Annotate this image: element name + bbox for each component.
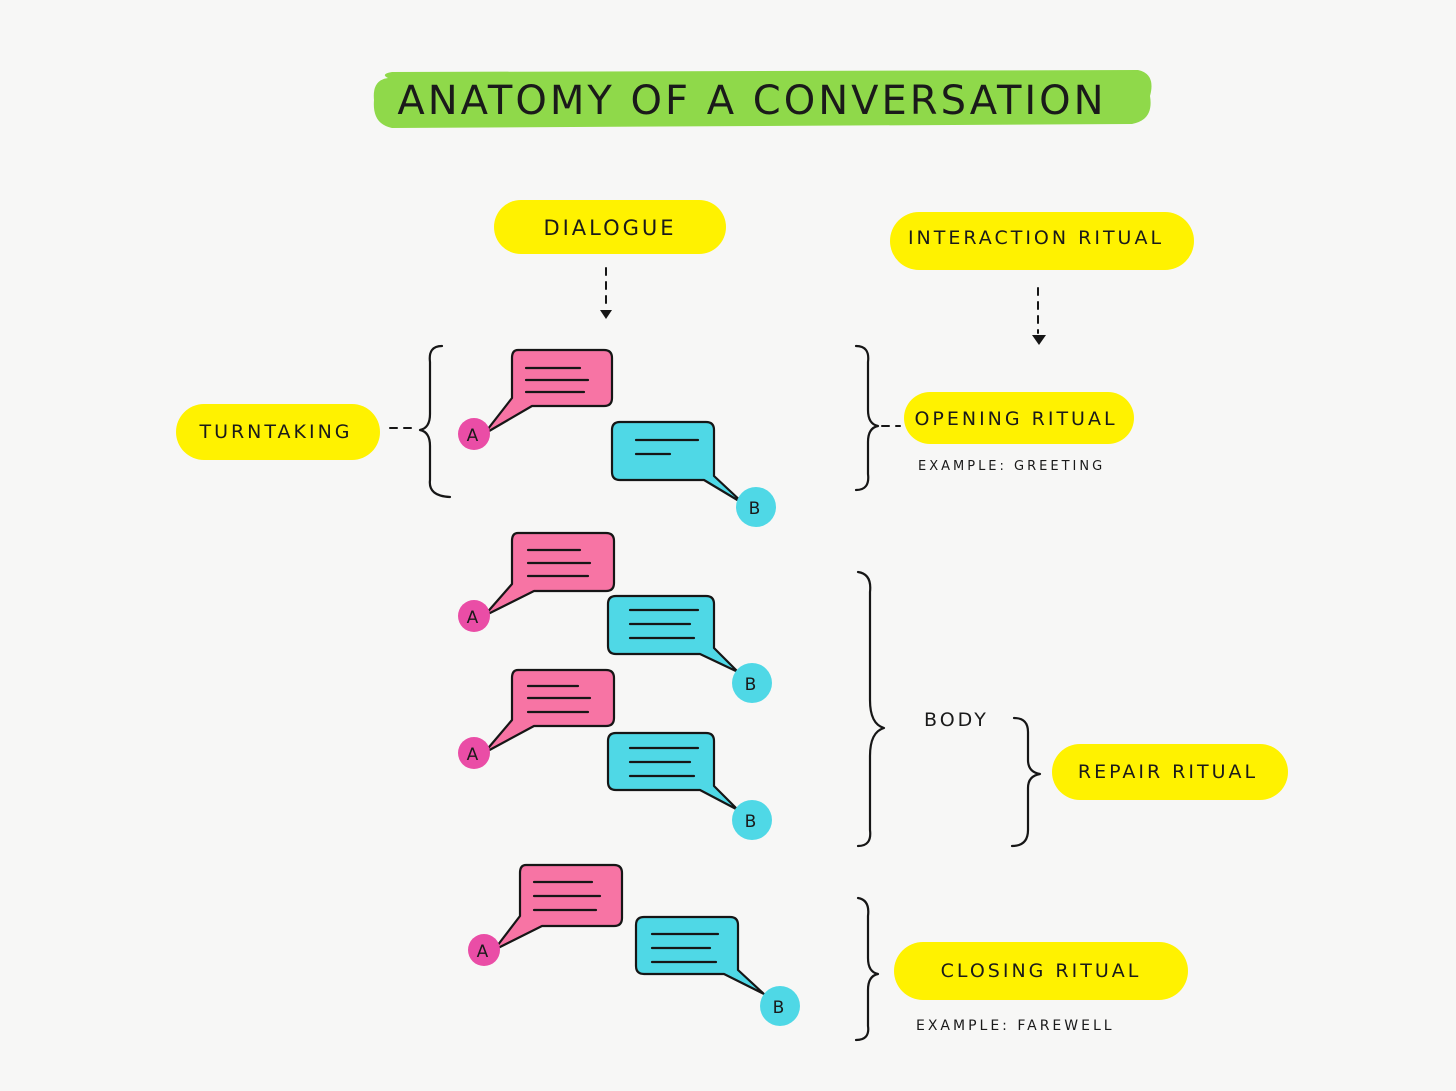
speaker-b-dot bbox=[736, 487, 776, 527]
speech-bubble-a bbox=[492, 863, 624, 952]
body-brace bbox=[856, 570, 886, 848]
repair-brace bbox=[1010, 716, 1042, 848]
body-exchange-1: A B bbox=[458, 531, 772, 703]
speaker-b-dot bbox=[732, 800, 772, 840]
turntaking-highlight bbox=[176, 404, 380, 460]
repair-ritual-label-group: REPAIR RITUAL bbox=[1052, 744, 1288, 800]
dialogue-label-group: DIALOGUE bbox=[494, 200, 726, 254]
speaker-b-label: B bbox=[749, 499, 764, 519]
turntaking-label-group: TURNTAKING bbox=[176, 404, 380, 460]
speaker-b-label: B bbox=[745, 812, 760, 832]
speech-bubble-b bbox=[610, 420, 746, 506]
speaker-a-label: A bbox=[467, 745, 482, 765]
page-title: ANATOMY OF A CONVERSATION bbox=[397, 78, 1106, 124]
interaction-ritual-highlight bbox=[890, 212, 1194, 270]
closing-brace bbox=[854, 896, 880, 1042]
closing-ritual-label: CLOSING RITUAL bbox=[941, 960, 1142, 982]
speaker-b-dot bbox=[732, 663, 772, 703]
title-group: ANATOMY OF A CONVERSATION bbox=[373, 70, 1152, 128]
opening-example: EXAMPLE: GREETING bbox=[918, 459, 1105, 474]
speaker-b-dot bbox=[760, 986, 800, 1026]
speaker-a-dot bbox=[458, 600, 490, 632]
opening-ritual-highlight bbox=[904, 392, 1134, 444]
repair-ritual-highlight bbox=[1052, 744, 1288, 800]
repair-ritual-label: REPAIR RITUAL bbox=[1078, 761, 1258, 783]
speaker-b-label: B bbox=[773, 998, 788, 1018]
opening-brace bbox=[854, 344, 880, 492]
opening-ritual-label: OPENING RITUAL bbox=[914, 408, 1117, 430]
interaction-ritual-label: INTERACTION RITUAL bbox=[908, 227, 1164, 249]
speech-bubble-b bbox=[606, 594, 740, 674]
speech-bubble-b bbox=[606, 731, 740, 812]
speaker-a-label: A bbox=[467, 426, 482, 446]
speech-bubble-b bbox=[634, 915, 766, 996]
speaker-a-label: A bbox=[467, 608, 482, 628]
speech-bubble-a bbox=[482, 531, 616, 618]
speaker-a-dot bbox=[468, 934, 500, 966]
interaction-ritual-label-group: INTERACTION RITUAL bbox=[890, 212, 1194, 270]
closing-ritual-highlight bbox=[894, 942, 1188, 1000]
interaction-ritual-arrowhead bbox=[1032, 335, 1046, 345]
dialogue-highlight bbox=[494, 200, 726, 254]
body-label: BODY bbox=[924, 709, 989, 731]
closing-exchange: A B bbox=[468, 863, 800, 1026]
speaker-a-dot bbox=[458, 737, 490, 769]
opening-ritual-label-group: OPENING RITUAL bbox=[904, 392, 1134, 444]
title-highlight bbox=[373, 70, 1152, 128]
dialogue-arrowhead bbox=[600, 310, 612, 319]
speaker-a-label: A bbox=[477, 942, 492, 962]
turntaking-label: TURNTAKING bbox=[198, 421, 352, 443]
closing-ritual-label-group: CLOSING RITUAL bbox=[894, 942, 1188, 1000]
speaker-a-dot bbox=[458, 418, 490, 450]
closing-example: EXAMPLE: FAREWELL bbox=[916, 1018, 1115, 1034]
turntaking-brace bbox=[418, 344, 452, 499]
opening-exchange: A B bbox=[458, 348, 776, 527]
body-exchange-2: A B bbox=[458, 668, 772, 840]
dialogue-label: DIALOGUE bbox=[543, 216, 676, 240]
speaker-b-label: B bbox=[745, 675, 760, 695]
